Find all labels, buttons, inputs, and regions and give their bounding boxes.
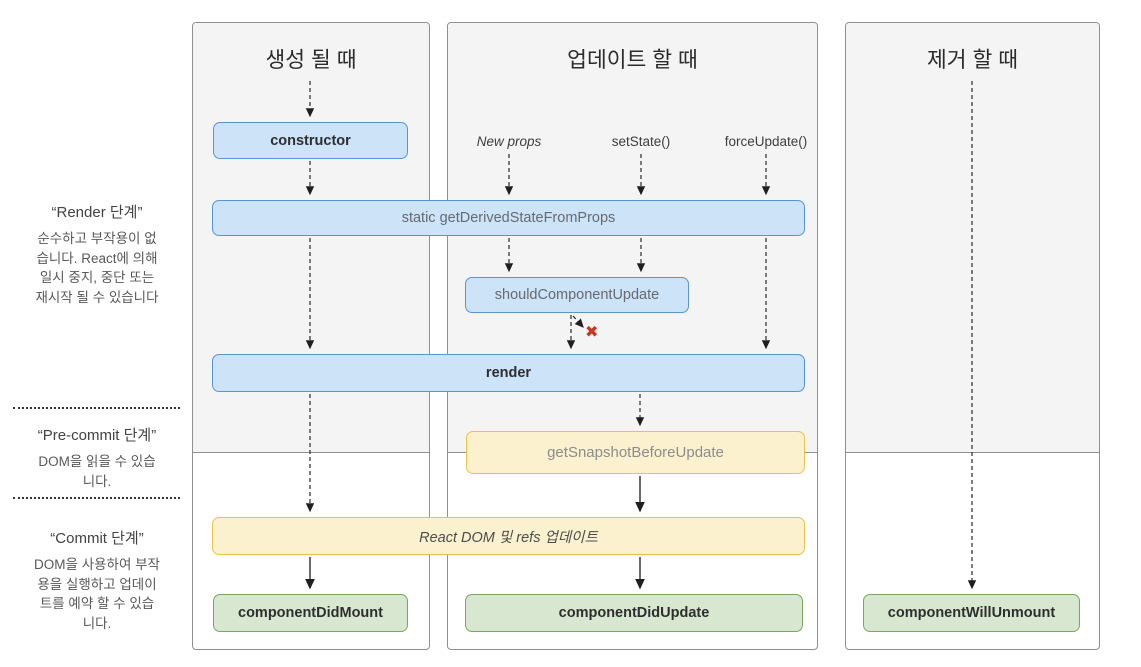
phase-title: “Pre-commit 단계” [37, 427, 157, 444]
node-component-did-mount[interactable]: componentDidMount [213, 594, 408, 632]
phase-label-pre-commit: “Pre-commit 단계” DOM을 읽을 수 있습 니다. [8, 424, 186, 491]
phase-title: “Commit 단계” [50, 530, 144, 547]
node-should-component-update[interactable]: shouldComponentUpdate [465, 277, 689, 313]
phase-description: DOM을 읽을 수 있습 니다. [38, 454, 156, 489]
column-title-update: 업데이트 할 때 [567, 48, 698, 72]
panel-unmount-render-zone: 제거 할 때 [846, 23, 1099, 453]
phase-separator-top [13, 407, 180, 409]
node-constructor[interactable]: constructor [213, 122, 408, 159]
node-component-did-update[interactable]: componentDidUpdate [465, 594, 803, 632]
phase-title: “Render 단계” [51, 204, 143, 221]
panel-mount: 생성 될 때 [192, 22, 430, 650]
trigger-setstate: setState() [611, 134, 671, 149]
panel-unmount: 제거 할 때 [845, 22, 1100, 650]
phase-description: 순수하고 부작용이 없 습니다. React에 의해 일시 중지, 중단 또는 … [35, 231, 159, 305]
node-get-derived-state-from-props[interactable]: static getDerivedStateFromProps [212, 200, 805, 236]
column-title-unmount: 제거 할 때 [926, 48, 1019, 72]
node-get-snapshot-before-update[interactable]: getSnapshotBeforeUpdate [466, 431, 805, 474]
panel-update: 업데이트 할 때 [447, 22, 818, 650]
node-component-will-unmount[interactable]: componentWillUnmount [863, 594, 1080, 632]
stop-x-icon: ✖ [585, 324, 599, 341]
node-render[interactable]: render [212, 354, 805, 392]
phase-label-commit: “Commit 단계” DOM을 사용하여 부작 용을 실행하고 업데이 트를 … [8, 527, 186, 633]
phase-label-render: “Render 단계” 순수하고 부작용이 없 습니다. React에 의해 일… [8, 201, 186, 307]
phase-description: DOM을 사용하여 부작 용을 실행하고 업데이 트를 예약 할 수 있습 니다… [34, 557, 160, 631]
column-title-mount: 생성 될 때 [265, 48, 357, 72]
phase-separator-bottom [13, 497, 180, 499]
node-react-dom-refs-update: React DOM 및 refs 업데이트 [212, 517, 805, 555]
trigger-new-props: New props [476, 134, 542, 149]
trigger-forceupdate: forceUpdate() [724, 134, 808, 149]
